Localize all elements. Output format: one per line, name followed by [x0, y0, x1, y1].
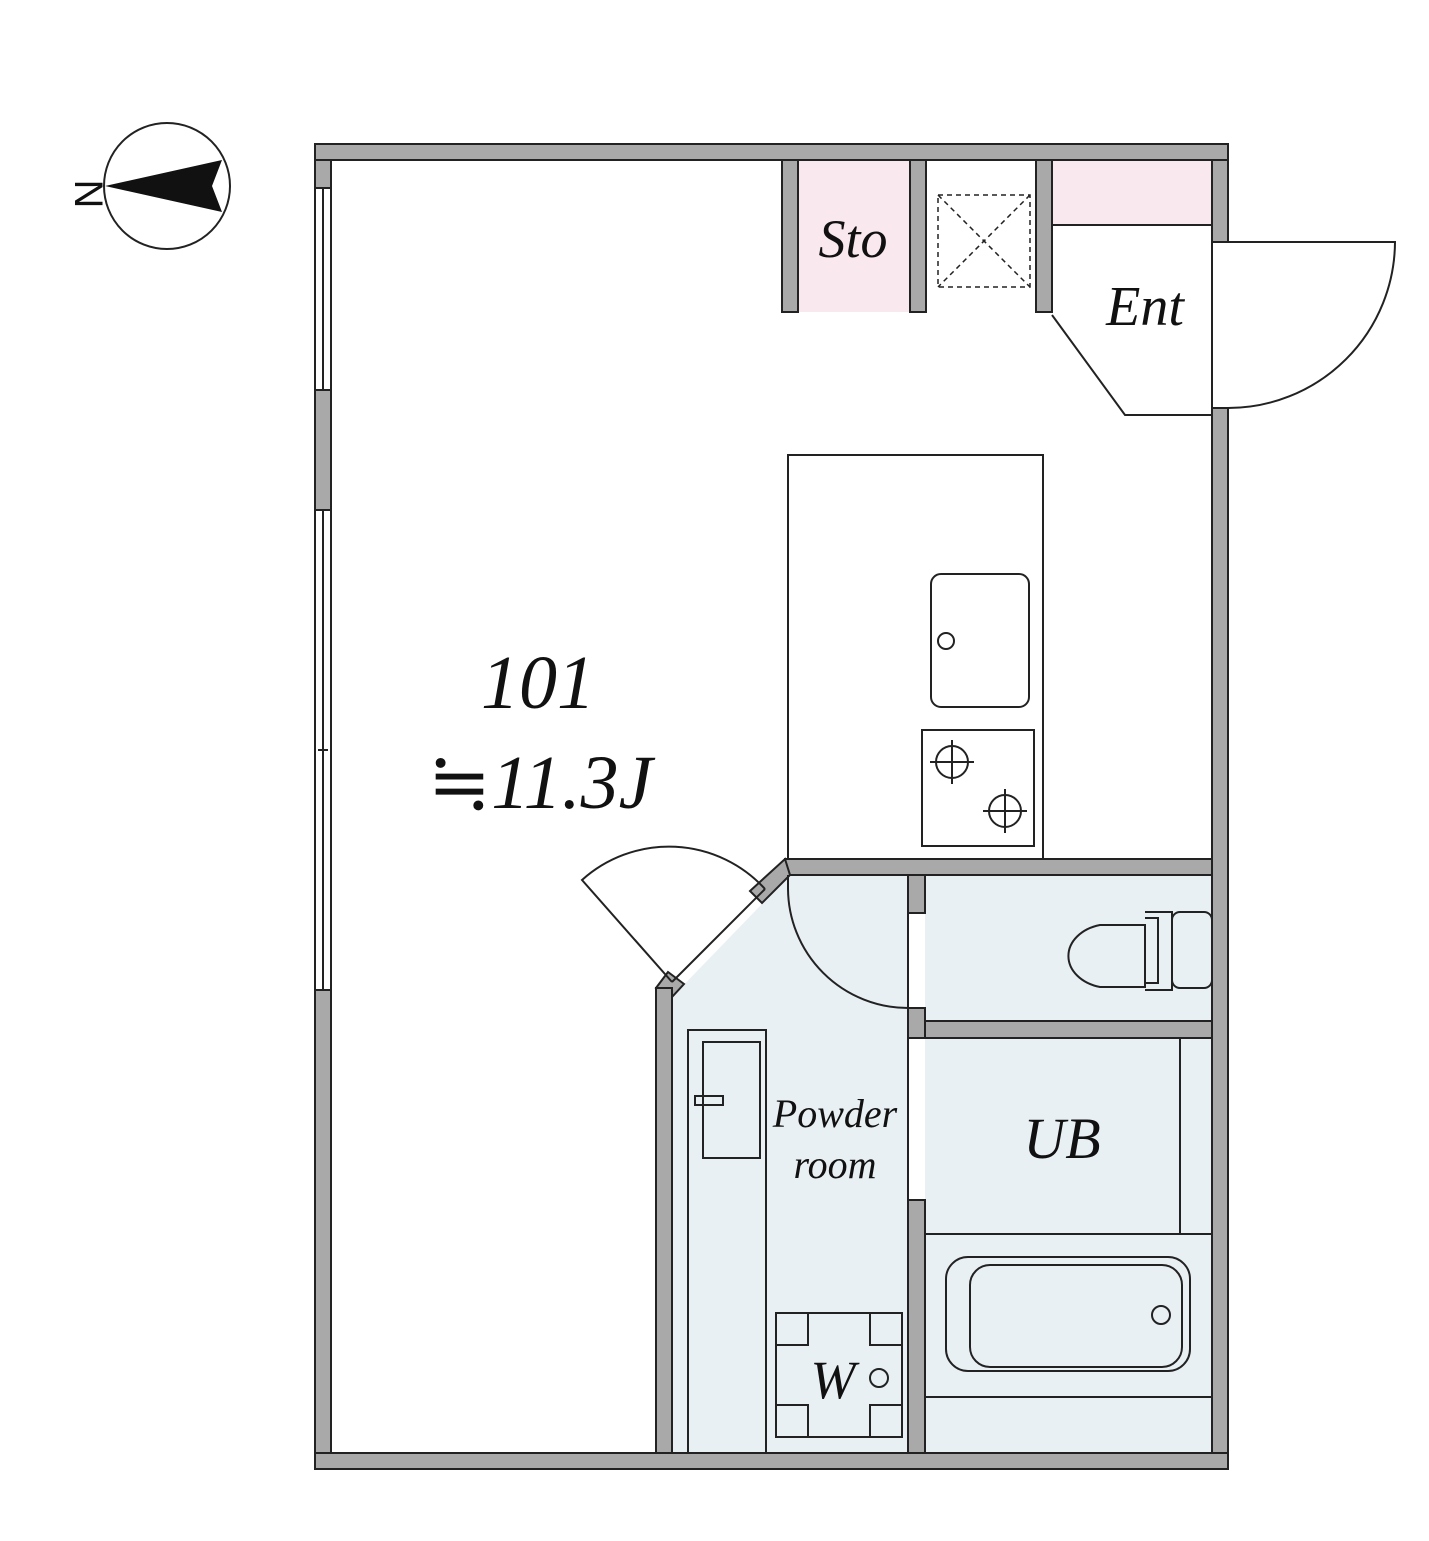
bath-floor — [925, 1038, 1212, 1453]
entrance-step-outline — [1051, 224, 1213, 416]
outer-wall-bottom — [314, 1452, 1229, 1470]
powder-toilet-wall-upper — [907, 874, 926, 914]
compass-needle — [105, 160, 222, 212]
compass: N — [66, 122, 231, 250]
kitchen-counter — [787, 454, 1044, 860]
powder-room-diagonal-wall — [748, 857, 792, 905]
powder-room-label-1: Powder — [772, 1091, 898, 1136]
windows — [314, 187, 332, 991]
entrance: Ent — [1051, 224, 1397, 416]
outer-wall-left-middle — [314, 389, 332, 511]
closet-box — [937, 194, 1031, 288]
bathtub-inner — [969, 1264, 1183, 1368]
outer-wall-left-lower — [314, 989, 332, 1454]
outer-wall-right — [1211, 407, 1229, 1454]
front-door-swing[interactable] — [1227, 241, 1397, 409]
toilet-room-floor — [925, 875, 1212, 1021]
kitchen-bottom-wall — [784, 858, 1213, 876]
bathtub-outer — [945, 1256, 1191, 1372]
stove — [921, 729, 1035, 847]
north-label: N — [66, 180, 110, 209]
vanity-counter — [687, 1029, 767, 1454]
toilet-room — [787, 875, 1213, 1009]
storage-label: Sto — [818, 209, 887, 269]
toilet-bowl — [1067, 924, 1146, 988]
storage-floor — [798, 160, 910, 312]
entrance-label: Ent — [1105, 276, 1185, 338]
toilet-bath-wall — [924, 1020, 1213, 1039]
entrance-upper-floor — [1052, 160, 1212, 225]
walls — [314, 143, 1229, 1470]
faucet-icon — [694, 1095, 724, 1106]
unit-number: 101 — [481, 641, 595, 725]
outer-wall-left-upper — [314, 159, 332, 189]
powder-room-floor — [672, 875, 908, 1453]
toilet-door-swing[interactable] — [787, 875, 909, 1009]
powder-bath-wall-lower — [907, 1199, 926, 1454]
powder-toilet-wall-mid — [907, 1007, 926, 1039]
washer-pan — [775, 1312, 903, 1438]
bathtub-drain-icon — [1151, 1305, 1171, 1325]
toilet-seat-bracket — [1145, 911, 1173, 991]
kitchen-sink — [930, 573, 1030, 708]
closet-wall-right — [1035, 159, 1053, 313]
powder-room: Powder room W — [687, 1029, 909, 1454]
washer-drain-icon — [869, 1368, 889, 1388]
kitchen — [787, 454, 1044, 860]
unit-area: ≒11.3J — [428, 741, 656, 825]
powder-room-left-wall — [655, 987, 673, 1454]
outer-wall-right-top — [1211, 159, 1229, 243]
sink-drain-icon — [937, 632, 955, 650]
door-swing-arc — [580, 845, 766, 983]
burner-icon — [983, 789, 1027, 833]
unit-bath-label: UB — [1023, 1106, 1100, 1171]
burner-icon — [930, 740, 974, 784]
storage-wall-right — [909, 159, 927, 313]
door-leaf — [671, 888, 766, 983]
powder-room-door[interactable] — [580, 845, 766, 983]
vanity-basin — [702, 1041, 761, 1159]
powder-room-label-2: room — [794, 1142, 877, 1187]
storage-wall-left — [781, 159, 799, 313]
unit-bath: UB — [925, 1038, 1212, 1398]
outer-wall-top — [314, 143, 1229, 161]
washer-label: W — [811, 1350, 861, 1410]
washer-corners — [776, 1313, 902, 1437]
